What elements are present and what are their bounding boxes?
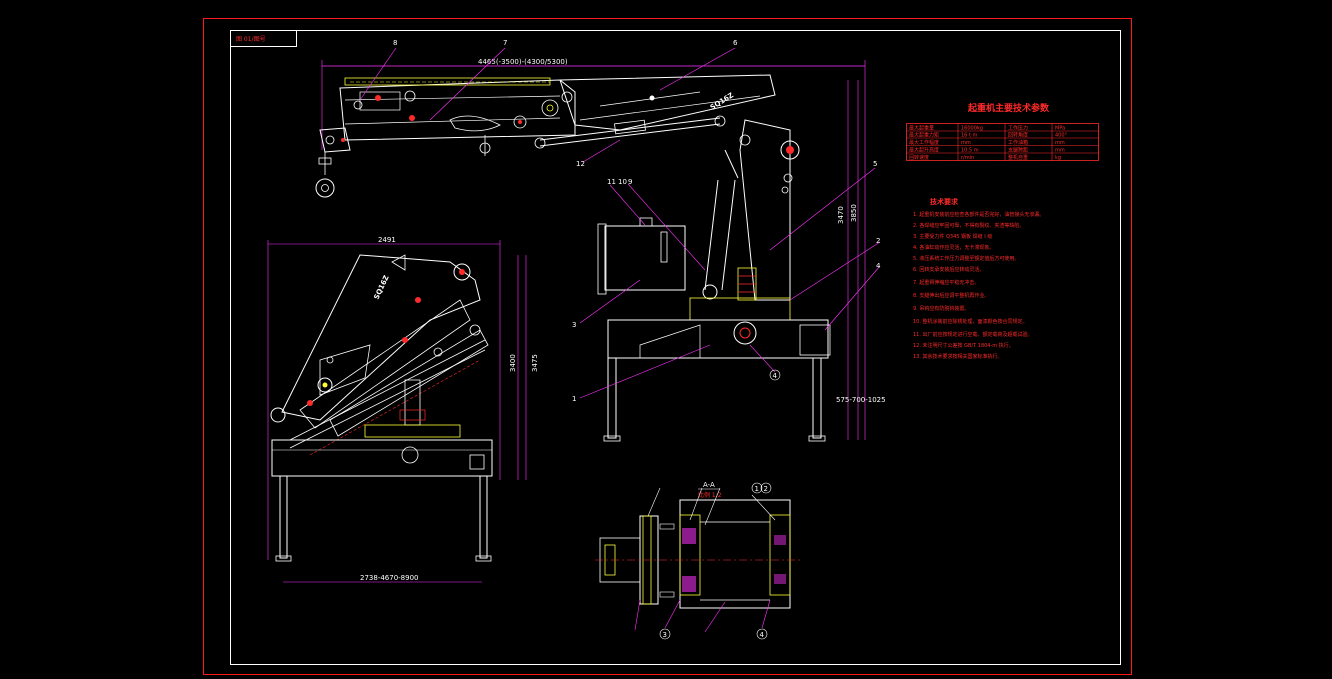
requirement-item: 8. 支腿伸出后应调平整机再作业。	[913, 292, 989, 299]
section-balloon-2: 2	[764, 485, 768, 493]
svg-text:整机自重: 整机自重	[1008, 154, 1028, 161]
svg-text:mm: mm	[961, 140, 971, 146]
requirement-item: 3. 主要受力件 Q345 钢板 焊缝 I 级	[913, 233, 992, 240]
spec-row: 回转速度 r/min 整机自重 kg	[909, 154, 1061, 161]
svg-text:回转角度: 回转角度	[1008, 132, 1028, 139]
svg-text:最大起重力矩: 最大起重力矩	[909, 132, 939, 139]
svg-text:16 t·m: 16 t·m	[961, 133, 978, 139]
requirement-item: 9. 吊钩应有防脱钩装置。	[913, 305, 969, 312]
outer-frame	[203, 18, 1132, 675]
balloon-12: 12	[576, 160, 585, 168]
spec-row: 最大起升高度 10.5 m 支腿跨距 mm	[909, 147, 1065, 154]
requirement-item: 5. 液压系统工作压力调整至额定值后方可使用。	[913, 255, 1019, 262]
balloon-9: 9	[628, 178, 632, 186]
requirement-item: 10. 整机涂装前应除锈处理，面漆颜色按合同规定。	[913, 318, 1028, 325]
svg-text:mm: mm	[1055, 148, 1065, 154]
svg-text:支腿跨距: 支腿跨距	[1008, 147, 1028, 154]
balloon-4: 4	[876, 262, 881, 270]
section-a-a: A-A 比例 1:2 1 2 3 4	[595, 481, 800, 640]
spec-row: 最大工作幅度 mm 工作油箱 mm	[909, 139, 1065, 146]
dim-top-overall: 4465(-3500)-(4300/5300)	[478, 58, 568, 66]
dim-side-height-a: 3400	[509, 354, 517, 372]
front-view: 4465(-3500)-(4300/5300) 3470 3850 575-70…	[315, 39, 886, 442]
requirement-item: 6. 回转支承安装后应转动灵活。	[913, 266, 984, 273]
requirement-item: 13. 其余技术要求按相关国家标准执行。	[913, 353, 1003, 360]
side-view: 2491 3400 3475 2738-4670-8900 SQ16Z	[267, 236, 539, 583]
dim-right-height-a: 3470	[837, 206, 845, 224]
dim-side-bottom: 2738-4670-8900	[360, 574, 419, 582]
svg-text:10.5 m: 10.5 m	[961, 148, 979, 154]
section-scale: 比例 1:2	[698, 491, 722, 499]
svg-text:400°: 400°	[1055, 133, 1068, 139]
svg-text:最大工作幅度: 最大工作幅度	[909, 139, 939, 146]
section-balloon-3: 3	[663, 631, 667, 639]
svg-text:回转速度: 回转速度	[909, 154, 929, 161]
section-balloon-4: 4	[760, 631, 765, 639]
balloon-10: 10	[618, 178, 627, 186]
svg-text:kg: kg	[1055, 155, 1061, 161]
svg-text:最大起重量: 最大起重量	[909, 125, 934, 132]
requirement-item: 11. 出厂前应按规定进行空载、额定载荷及超载试验。	[913, 331, 1033, 338]
dim-side-height-b: 3475	[531, 354, 539, 372]
balloon-6: 6	[733, 39, 738, 47]
spec-title: 起重机主要技术参数	[967, 102, 1050, 114]
svg-text:r/min: r/min	[961, 155, 974, 161]
requirement-item: 12. 未注明尺寸公差按 GB/T 1804-m 执行。	[913, 342, 1014, 349]
model-side: SQ16Z	[373, 274, 391, 301]
section-balloon-1: 1	[755, 485, 759, 493]
balloon-5: 5	[873, 160, 877, 168]
svg-text:工作压力: 工作压力	[1008, 125, 1028, 132]
requirement-item: 2. 各焊缝应牢固可靠，不得有裂纹、夹渣等缺陷。	[913, 222, 1024, 229]
technical-requirements: 技术要求 1. 起重机安装前应检查各部件是否完好，油管接头无渗漏。 2. 各焊缝…	[913, 197, 1044, 360]
requirement-item: 1. 起重机安装前应检查各部件是否完好，油管接头无渗漏。	[913, 211, 1044, 218]
dim-front-bottom-right: 575-700-1025	[836, 396, 886, 404]
svg-text:16000kg: 16000kg	[961, 126, 983, 132]
title-tag-box	[230, 30, 297, 47]
spec-table: 起重机主要技术参数 最大起重量 16000kg 工作压力 MPa 最大起重力矩 …	[906, 102, 1099, 161]
svg-text:mm: mm	[1055, 140, 1065, 146]
balloon-8: 8	[393, 39, 397, 47]
svg-text:工作油箱: 工作油箱	[1008, 139, 1028, 146]
svg-text:MPa: MPa	[1055, 126, 1065, 132]
spec-row: 最大起重量 16000kg 工作压力 MPa	[909, 125, 1065, 132]
balloon-11: 11	[607, 178, 616, 186]
balloon-7: 7	[503, 39, 507, 47]
balloon-1: 1	[572, 395, 576, 403]
requirement-item: 4. 各油缸动作应灵活，无卡滞现象。	[913, 244, 994, 251]
spec-row: 最大起重力矩 16 t·m 回转角度 400°	[909, 132, 1068, 139]
requirements-title: 技术要求	[930, 197, 959, 206]
dim-right-height-b: 3850	[850, 204, 858, 222]
inner-frame	[230, 30, 1121, 665]
section-title: A-A	[703, 481, 715, 489]
requirement-item: 7. 起重臂伸缩应平稳无冲击。	[913, 279, 979, 286]
balloon-3: 3	[572, 321, 576, 329]
svg-text:最大起升高度: 最大起升高度	[909, 147, 939, 154]
balloon-4b: 4	[773, 372, 778, 380]
dim-side-width: 2491	[378, 236, 396, 244]
title-tag: 图 01/图号	[236, 36, 266, 43]
balloon-2: 2	[876, 237, 880, 245]
model-front: SQ16Z	[709, 91, 735, 111]
